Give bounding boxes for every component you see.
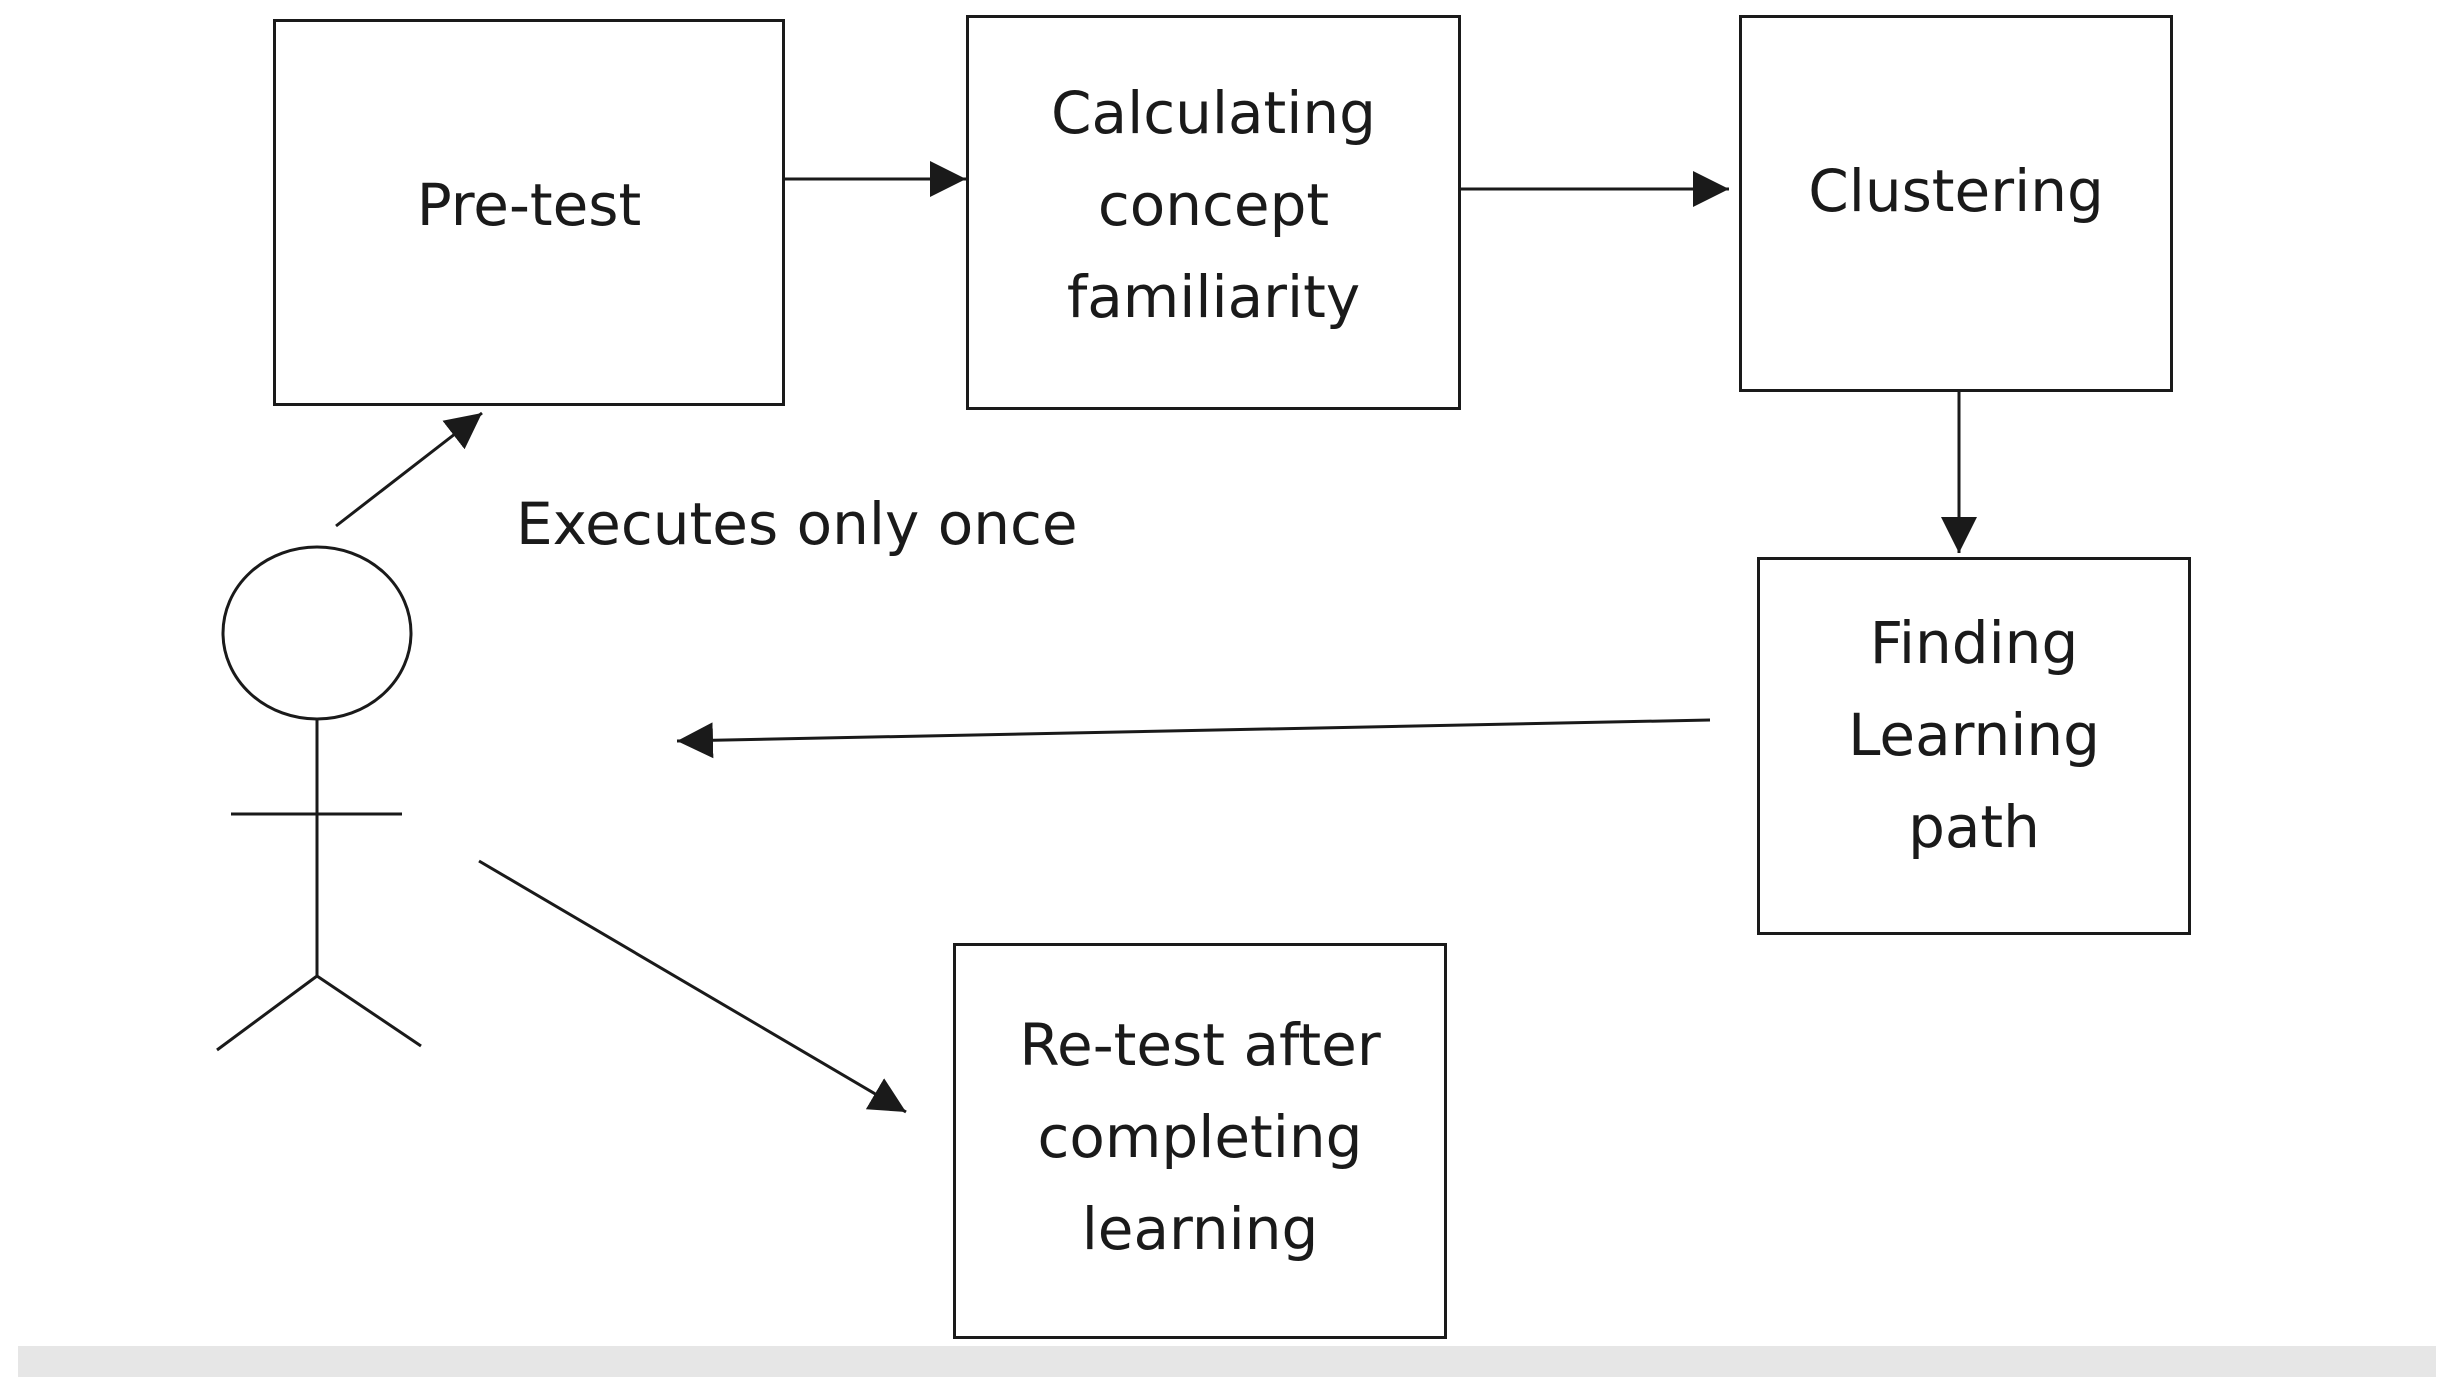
box-clustering: Clustering — [1739, 15, 2173, 392]
note-executes-only-once: Executes only once — [516, 490, 1078, 558]
bottom-divider-strip — [18, 1346, 2436, 1377]
box-retest-line-1: Re-test after — [1019, 1011, 1381, 1079]
box-calculating-line-1: Calculating — [1051, 79, 1376, 147]
learner-head — [221, 545, 413, 721]
box-re-test-after-completing-learning: Re-test after completing learning — [953, 943, 1447, 1339]
box-retest-line-3: learning — [1081, 1195, 1319, 1263]
box-pre-test: Pre-test — [273, 19, 785, 406]
arrow-learner-to-retest — [478, 859, 907, 1114]
box-finding-line-3: path — [1908, 793, 2040, 861]
box-calculating-line-3: familiarity — [1066, 263, 1361, 331]
box-finding-line-2: Learning — [1848, 701, 2100, 769]
box-finding-line-1: Finding — [1869, 609, 2079, 677]
arrow-learner-to-pretest — [335, 411, 483, 528]
box-clustering-label: Clustering — [1808, 157, 2104, 225]
learner-stick-figure-icon — [216, 545, 422, 1052]
box-finding-learning-path: Finding Learning path — [1757, 557, 2191, 935]
arrow-finding-to-learner — [676, 718, 1711, 759]
box-retest-line-2: completing — [1037, 1103, 1363, 1171]
learner-left-leg — [216, 974, 318, 1052]
learner-right-leg — [316, 974, 422, 1048]
box-pre-test-label: Pre-test — [416, 171, 642, 239]
box-calculating-line-2: concept — [1097, 171, 1330, 239]
box-calculating-concept-familiarity: Calculating concept familiarity — [966, 15, 1461, 410]
